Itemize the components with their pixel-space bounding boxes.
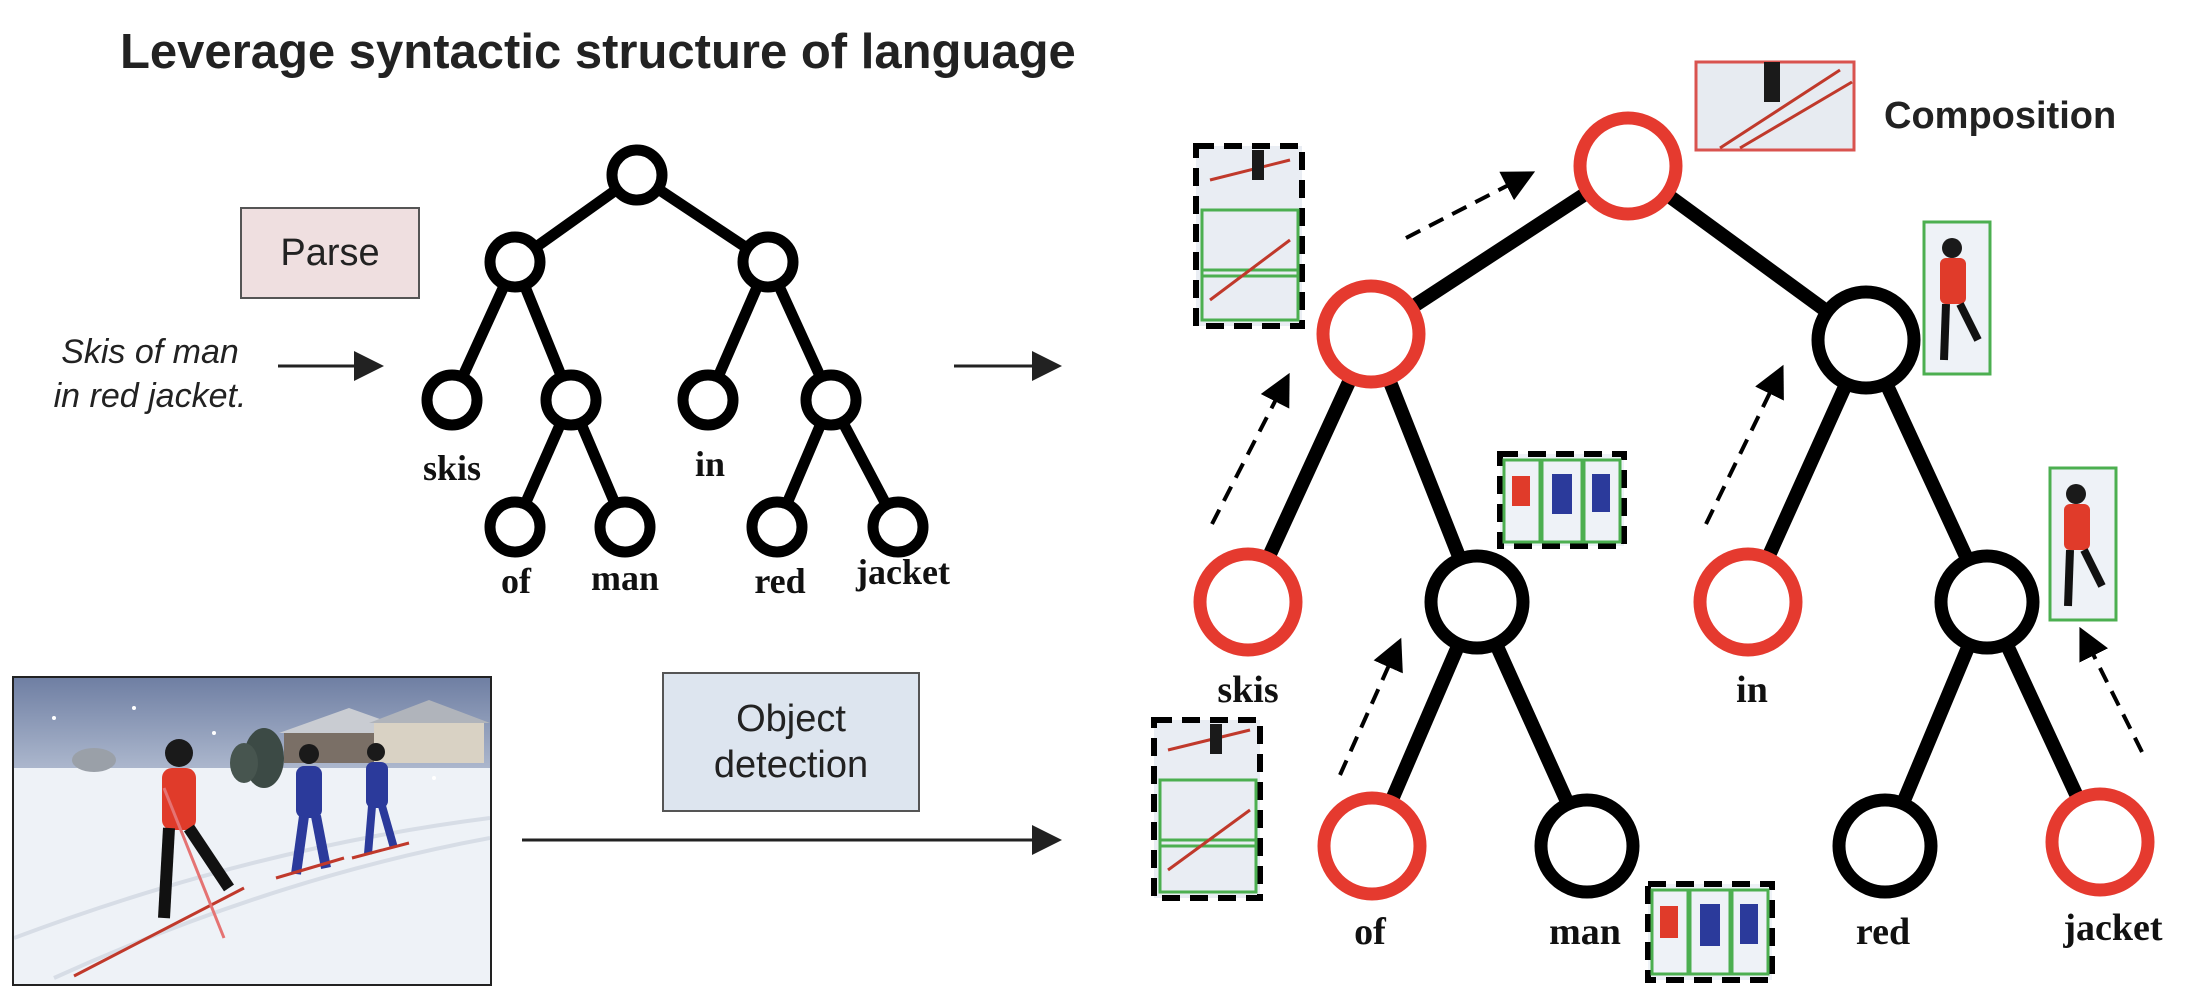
parse-word-jacket: jacket [855, 552, 950, 592]
composition-label: Composition [1884, 95, 2117, 137]
comp-node [1317, 791, 1427, 901]
parse-node [737, 231, 799, 293]
input-sentence: Skis of man in red jacket. [30, 330, 270, 418]
comp-word-in: in [1736, 669, 1768, 711]
comp-node [1193, 547, 1303, 657]
comp-word-red: red [1856, 911, 1910, 953]
comp-node-root [1573, 111, 1683, 221]
parse-word-man: man [591, 558, 659, 598]
composition-crop [1694, 60, 1856, 152]
skiing-photo [12, 676, 492, 986]
parse-node [540, 369, 602, 431]
skis-crop-upper [1193, 143, 1305, 329]
parse-word-skis: skis [423, 448, 481, 488]
comp-node [1424, 549, 1530, 655]
parse-node [677, 369, 739, 431]
comp-node [1811, 285, 1921, 395]
parse-word-of: of [501, 561, 532, 601]
comp-node [1832, 793, 1938, 899]
parse-word-red: red [754, 561, 805, 601]
object-detection-label: Object detection [713, 698, 869, 786]
parse-box: Parse [240, 207, 420, 299]
parse-tree-nodes [421, 144, 929, 558]
parse-node [746, 496, 808, 558]
red-skier-crop-upper [1922, 220, 1992, 376]
sentence-line-1: Skis of man [61, 333, 239, 371]
man-crop-lower [1645, 881, 1775, 983]
parse-word-in: in [695, 444, 725, 484]
parse-label: Parse [280, 231, 380, 274]
comp-word-man: man [1549, 911, 1621, 953]
comp-node [1316, 279, 1426, 389]
slide-title: Leverage syntactic structure of language [120, 25, 1076, 79]
object-detection-box: Object detection [662, 672, 920, 812]
comp-node [1934, 549, 2040, 655]
parse-node [484, 231, 546, 293]
comp-word-skis: skis [1217, 669, 1278, 711]
composition-tree-nodes [1193, 111, 2155, 901]
sentence-line-2: in red jacket. [53, 377, 247, 415]
comp-node [1534, 793, 1640, 899]
parse-node [421, 369, 483, 431]
parse-node [800, 369, 862, 431]
man-crop-upper [1497, 451, 1627, 549]
parse-node [484, 496, 546, 558]
comp-node [2045, 787, 2155, 897]
parse-tree [446, 170, 903, 530]
parse-node [594, 496, 656, 558]
comp-word-of: of [1354, 911, 1387, 953]
parse-node-root [606, 144, 668, 206]
skis-crop-lower [1151, 717, 1263, 901]
composition-arrows [1210, 171, 2144, 776]
comp-node [1693, 547, 1803, 657]
red-skier-crop-lower [2048, 466, 2118, 622]
parse-node [867, 496, 929, 558]
comp-word-jacket: jacket [2062, 907, 2163, 949]
